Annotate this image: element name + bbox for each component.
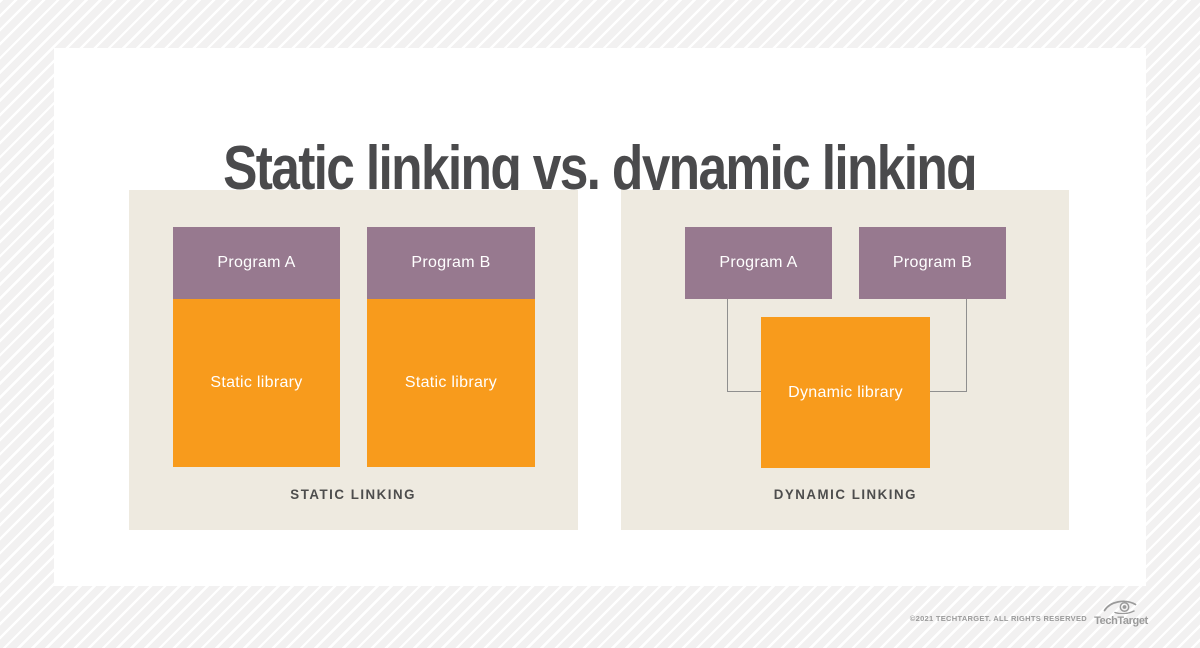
techtarget-logo: TechTarget <box>1094 598 1148 627</box>
static-library-a-label: Static library <box>210 374 303 391</box>
dynamic-program-b-label: Program B <box>892 254 973 271</box>
techtarget-wordmark: TechTarget <box>1094 615 1148 627</box>
static-library-a-box: Static library <box>173 299 340 467</box>
dynamic-program-a-box: Program A <box>685 227 832 299</box>
static-program-b-box: Program B <box>367 227 535 299</box>
dynamic-program-b-box: Program B <box>859 227 1006 299</box>
copyright-text: ©2021 TECHTARGET. ALL RIGHTS RESERVED <box>909 614 1087 623</box>
dynamic-linking-caption: DYNAMIC LINKING <box>773 486 917 502</box>
static-library-b-label: Static library <box>404 374 498 391</box>
static-program-a-label: Program A <box>217 254 296 271</box>
dynamic-library-label: Dynamic library <box>788 383 903 401</box>
static-program-a-box: Program A <box>173 227 340 299</box>
static-linking-caption: STATIC LINKING <box>290 486 417 502</box>
connector-line-program-b <box>930 299 967 392</box>
techtarget-eye-icon <box>1103 600 1137 614</box>
dynamic-library-box: Dynamic library <box>761 317 930 468</box>
content-card: Static linking vs. dynamic linking Progr… <box>54 48 1146 586</box>
static-library-b-box: Static library <box>367 299 535 467</box>
static-linking-panel: Program A Static library Program B Stati… <box>129 190 578 530</box>
footer: ©2021 TECHTARGET. ALL RIGHTS RESERVED Te… <box>910 598 1148 627</box>
dynamic-linking-panel: Program A Program B Dynamic library DYNA… <box>621 190 1069 530</box>
static-program-b-label: Program B <box>411 254 491 271</box>
dynamic-program-a-label: Program A <box>719 254 798 271</box>
connector-line-program-a <box>727 299 762 392</box>
